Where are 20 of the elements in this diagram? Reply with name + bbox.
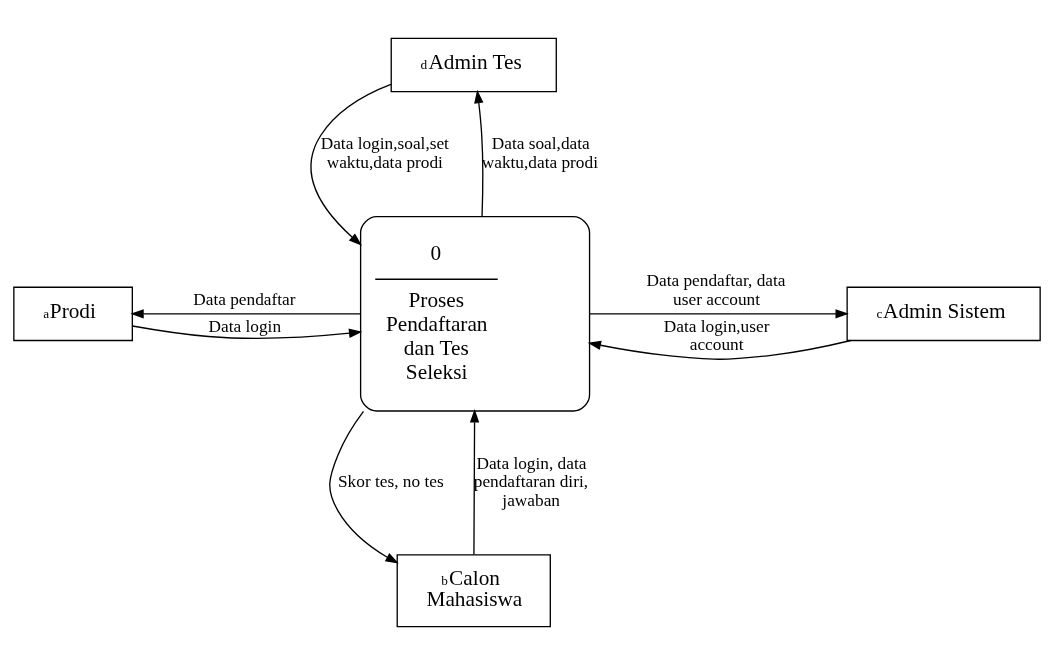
node-box: cAdmin Sistem xyxy=(846,286,1041,341)
node-box: aProdi xyxy=(13,286,133,341)
edge-label: Data pendaftar xyxy=(193,289,296,309)
edge-label: Data soal,data waktu,data prodi xyxy=(481,133,598,172)
arrow xyxy=(310,83,392,246)
edge-label: Data login,soal,set waktu,data prodi xyxy=(320,133,449,172)
arrow xyxy=(474,89,484,217)
arrow xyxy=(130,308,362,319)
edge-label: Data pendaftar, data user account xyxy=(646,270,786,309)
arrow xyxy=(587,339,852,360)
arrow xyxy=(469,408,480,555)
node-box: 0 Proses Pendaftaran dan Tes Seleksi xyxy=(359,215,591,412)
arrow xyxy=(329,410,399,564)
arrow xyxy=(589,308,849,319)
edge-label: Skor tes, no tes xyxy=(337,471,444,491)
node-box: dAdmin Tes xyxy=(390,37,557,92)
node-box: bCalon Mahasiswa xyxy=(396,553,551,627)
arrow xyxy=(131,324,363,339)
edge-label: Data login,user account xyxy=(663,316,770,354)
edge-label: Data login xyxy=(208,316,282,336)
